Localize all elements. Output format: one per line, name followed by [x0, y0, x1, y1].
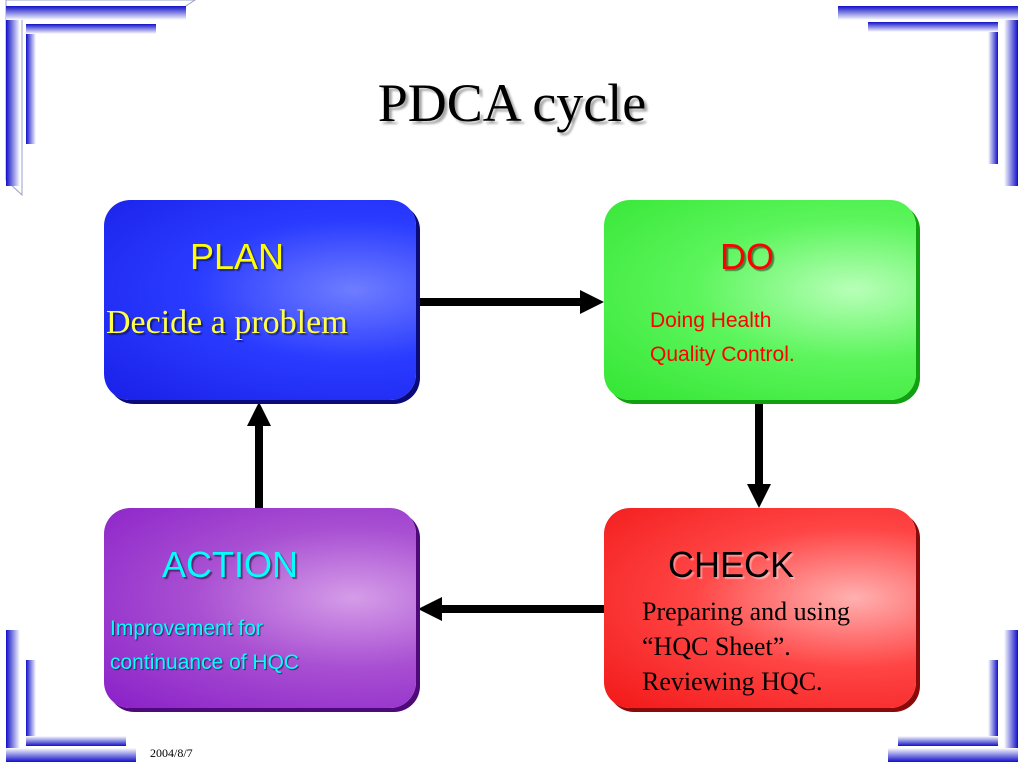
check-description-line: “HQC Sheet”.	[642, 632, 791, 661]
plan-box: PLAN Decide a problem	[104, 200, 416, 400]
arrow-do-to-check	[747, 402, 771, 508]
action-description-line: Improvement for	[110, 617, 263, 640]
footer-date: 2004/8/7	[150, 746, 193, 760]
arrow-action-to-plan	[247, 402, 271, 508]
do-heading: DO	[720, 236, 774, 277]
action-box: ACTION Improvement for continuance of HQ…	[104, 508, 416, 708]
plan-description: Decide a problem	[106, 304, 348, 341]
check-description-line: Preparing and using	[642, 597, 850, 626]
check-description-line: Reviewing HQC.	[642, 667, 823, 696]
action-description: Improvement for continuance of HQC	[110, 612, 410, 680]
action-heading: ACTION	[162, 544, 299, 585]
check-heading: CHECK	[668, 544, 795, 585]
frame-corner-bottom-left	[6, 630, 136, 762]
do-description: Doing Health Quality Control.	[650, 304, 900, 372]
frame-corner-top-left	[5, 0, 196, 197]
plan-heading: PLAN	[190, 236, 285, 277]
do-description-line: Doing Health	[650, 309, 772, 332]
frame-corner-top-right	[838, 6, 1018, 186]
frame-corner-bottom-right	[888, 630, 1018, 762]
arrow-check-to-action	[418, 597, 604, 621]
slide-title: PDCA cycle	[377, 73, 647, 133]
arrow-plan-to-do	[418, 290, 604, 314]
action-description-line: continuance of HQC	[110, 651, 300, 674]
check-description: Preparing and using “HQC Sheet”. Reviewi…	[642, 594, 942, 699]
check-box: CHECK Preparing and using “HQC Sheet”. R…	[604, 508, 916, 708]
do-description-line: Quality Control.	[650, 343, 795, 366]
do-box: DO Doing Health Quality Control.	[604, 200, 916, 400]
